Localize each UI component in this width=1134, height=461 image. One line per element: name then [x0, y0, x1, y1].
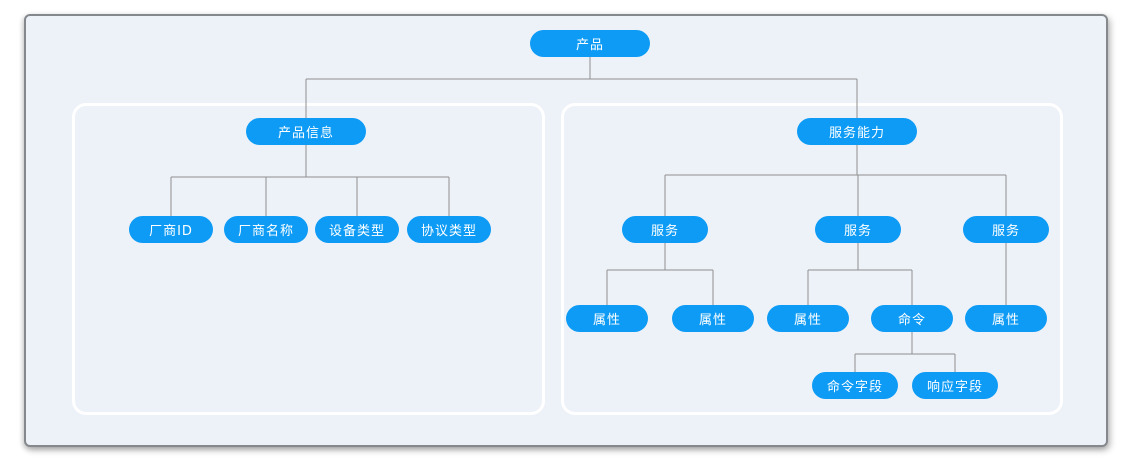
node-product: 产品: [530, 30, 650, 57]
node-vendor-name: 厂商名称: [224, 216, 308, 243]
node-attribute-2: 属性: [672, 305, 754, 332]
product-info-panel: [72, 103, 545, 415]
node-attribute-4: 属性: [965, 305, 1047, 332]
node-product-info: 产品信息: [246, 118, 366, 145]
node-service-1: 服务: [622, 216, 708, 243]
node-service-2: 服务: [815, 216, 901, 243]
node-response-field: 响应字段: [912, 372, 998, 399]
node-attribute-1: 属性: [566, 305, 648, 332]
node-device-type: 设备类型: [315, 216, 399, 243]
node-command-field: 命令字段: [812, 372, 898, 399]
service-capability-panel: [561, 103, 1063, 415]
node-service-capability: 服务能力: [797, 118, 917, 145]
node-vendor-id: 厂商ID: [129, 216, 213, 243]
node-command: 命令: [871, 305, 953, 332]
node-service-3: 服务: [963, 216, 1049, 243]
node-attribute-3: 属性: [767, 305, 849, 332]
node-protocol-type: 协议类型: [407, 216, 491, 243]
